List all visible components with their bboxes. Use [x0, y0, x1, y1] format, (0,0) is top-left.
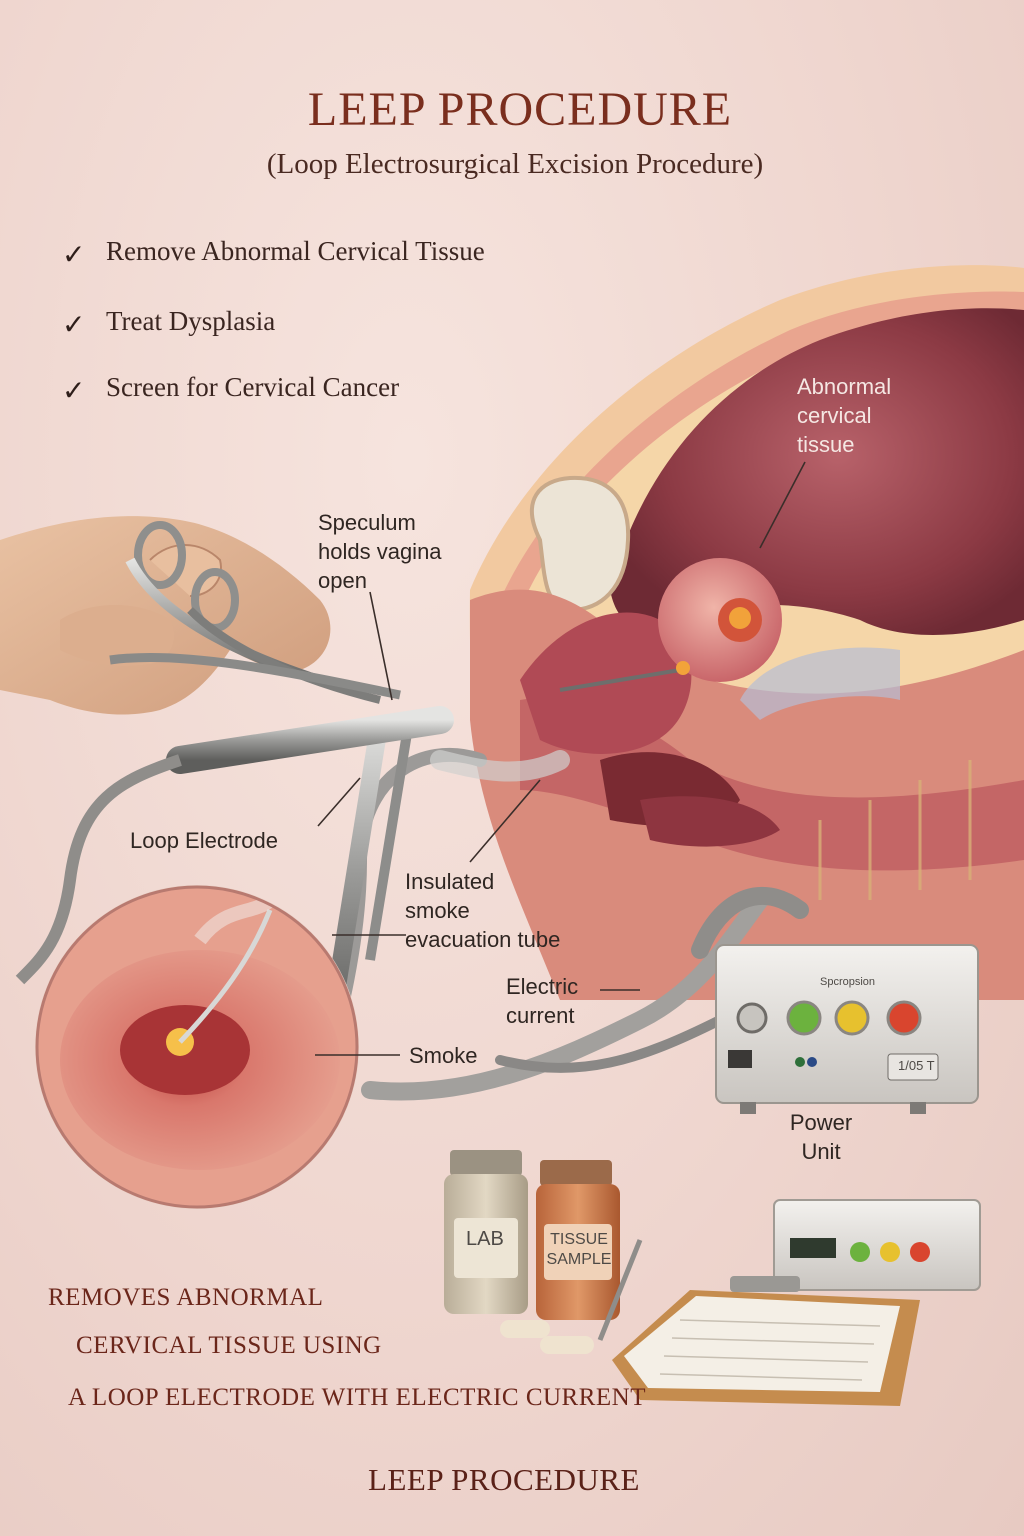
- footer-title: LEEP PROCEDURE: [368, 1462, 640, 1497]
- label-smoke: Smoke: [409, 1043, 478, 1068]
- indication-text: Remove Abnormal Cervical Tissue: [106, 236, 485, 266]
- check-icon: ✓: [62, 238, 86, 271]
- speculum-instrument: [15, 521, 690, 1032]
- indication-text: Treat Dysplasia: [106, 306, 276, 336]
- zoom-inset: [35, 885, 359, 1209]
- page-title: LEEP PROCEDURE: [307, 83, 733, 136]
- lab-jars: [444, 1150, 620, 1354]
- label-speculum: Speculum holds vagina open: [318, 510, 442, 593]
- jar-tissue-label: TISSUE SAMPLE: [546, 1231, 612, 1268]
- check-icon: ✓: [62, 308, 86, 341]
- label-electric-current: Electric current: [506, 974, 579, 1028]
- label-abnormal-tissue: Abnormal cervical tissue: [797, 374, 892, 457]
- jar-lab-label: LAB: [466, 1228, 504, 1250]
- label-smoke-tube: Insulated smoke evacuation tube: [405, 869, 561, 952]
- label-power-unit: Power Unit: [789, 1110, 853, 1164]
- summary-line: REMOVES ABNORMAL: [48, 1284, 324, 1311]
- check-icon: ✓: [62, 374, 86, 407]
- unit-button-label: 1/05 T: [898, 1058, 935, 1073]
- hand-illustration: [0, 516, 331, 715]
- page-subtitle: (Loop Electrosurgical Excision Procedure…: [266, 148, 764, 180]
- indication-text: Screen for Cervical Cancer: [106, 372, 400, 402]
- summary-line: A LOOP ELECTRODE WITH ELECTRIC CURRENT: [68, 1384, 646, 1411]
- label-loop-electrode: Loop Electrode: [130, 828, 278, 853]
- summary-line: CERVICAL TISSUE USING: [76, 1332, 382, 1359]
- clipboard-and-monitor: [597, 1199, 981, 1406]
- power-unit-device: [715, 944, 979, 1114]
- unit-brand-label: Spcropsion: [820, 976, 876, 988]
- pelvic-cross-section: [469, 265, 1024, 1000]
